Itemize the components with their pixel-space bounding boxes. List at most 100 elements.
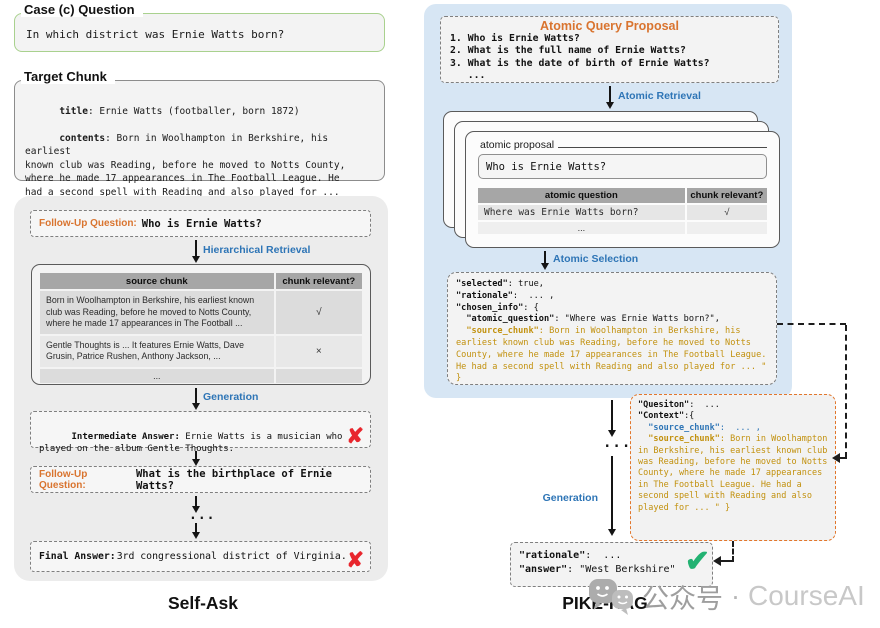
connector-arrowhead-result (713, 556, 721, 566)
self-ask-panel (14, 196, 388, 581)
json-key: "chosen_info" (456, 302, 524, 313)
json-key-source-chunk: "source_chunk" (638, 434, 720, 445)
json-value: : ... (585, 550, 622, 561)
atomic-proposal-input-text: Who is Ernie Watts? (486, 160, 607, 173)
header-chunk-relevant: chunk relevant? (275, 273, 362, 289)
case-question-box: Case (c) Question In which district was … (14, 2, 385, 52)
header-atomic-question: atomic question (478, 188, 685, 203)
json-value: :{ (684, 411, 695, 422)
wechat-icon (588, 576, 634, 616)
proposal-item: 1. Who is Ernie Watts? (450, 33, 580, 44)
json-key: "rationale" (456, 290, 513, 301)
cell-relevant: √ (686, 205, 767, 220)
json-key-source-chunk: "source_chunk" (638, 422, 720, 433)
ellipsis-left: ... (189, 508, 216, 523)
intermediate-answer-label: Intermediate Answer: (71, 431, 180, 442)
arrow-hierarchical-retrieval (191, 240, 200, 263)
cell-chunk: Born in Woolhampton in Berkshire, his ea… (40, 291, 274, 334)
arrow-atomic-retrieval (605, 86, 614, 109)
json-value: : ... , (512, 290, 555, 301)
cell-relevant (275, 368, 362, 383)
table-row: Gentle Thoughts is ... It features Ernie… (40, 335, 362, 367)
followup-question-1-box: Follow-Up Question: Who is Ernie Watts? (30, 210, 371, 237)
cell-relevant (686, 222, 767, 234)
atomic-selection-result-box: "selected": true, "rationale": ... , "ch… (447, 272, 777, 385)
case-question-label: Case (c) Question (21, 2, 143, 17)
arrow-generation-right (607, 456, 616, 536)
watermark-en-text: CourseAI (748, 580, 865, 611)
watermark: 公众号 · CourseAI (588, 576, 865, 616)
intermediate-answer-box: Intermediate Answer: Ernie Watts is a mu… (30, 411, 371, 454)
proposal-item: 2. What is the full name of Ernie Watts? (450, 45, 686, 57)
proposal-item: 3. What is the date of birth of Ernie Wa… (450, 57, 710, 69)
json-key: "Quesiton" (638, 400, 690, 410)
atomic-proposal-input: Who is Ernie Watts? (478, 154, 767, 179)
target-chunk-title-value: : Ernie Watts (footballer, born 1872) (87, 105, 300, 117)
target-chunk-box: Target Chunk title: Ernie Watts (footbal… (14, 69, 385, 198)
table-row: Born in Woolhampton in Berkshire, his ea… (40, 291, 362, 334)
connector-selection-to-context-v (845, 325, 847, 458)
atomic-proposal-label: atomic proposal (480, 139, 555, 151)
target-chunk-label: Target Chunk (21, 69, 115, 84)
atomic-proposal-underline (558, 147, 767, 148)
followup-question-2-box: Follow-Up Question: What is the birthpla… (30, 466, 371, 493)
wrong-mark-icon: ✘ (346, 425, 364, 448)
retrieval-result-card: source chunk chunk relevant? Born in Woo… (31, 264, 371, 385)
cell-relevant: × (275, 335, 362, 367)
target-chunk-contents-value: : Born in Woolhampton in Berkshire, his … (25, 132, 346, 198)
stacked-card-front: atomic proposal Who is Ernie Watts? atom… (465, 131, 780, 248)
json-key-source-chunk: "source_chunk" (456, 326, 539, 337)
connector-context-to-result-v (732, 541, 734, 562)
cell-chunk: Gentle Thoughts is ... It features Ernie… (40, 335, 274, 367)
arrow-generation-left (191, 388, 200, 410)
json-value: : { (523, 302, 539, 313)
source-chunk-table: source chunk chunk relevant? Born in Woo… (40, 273, 362, 383)
followup-question-2-label: Follow-Up Question: (39, 468, 88, 491)
table-row: Where was Ernie Watts born? √ (478, 205, 767, 220)
json-value-source-chunk: : Born in Woolhampton in Berkshire, his … (638, 434, 833, 513)
atomic-retrieval-label: Atomic Retrieval (618, 90, 701, 102)
json-value: : "Where was Ernie Watts born?", (554, 314, 720, 325)
arrow-ellipsis-top (191, 496, 200, 513)
atomic-question-table: atomic question chunk relevant? Where wa… (478, 188, 767, 234)
cell-atomic-question: ... (478, 222, 685, 234)
arrow-to-followup2 (191, 451, 200, 466)
arrow-ellipsis-bottom (191, 523, 200, 539)
arrow-post-selection (607, 400, 616, 437)
json-key: "rationale" (519, 550, 586, 561)
generation-label-left: Generation (203, 391, 259, 403)
json-value-source-chunk: : Born in Woolhampton in Berkshire, his … (456, 326, 772, 384)
llm-context-box: "Quesiton": ... "Context":{ "source_chun… (630, 394, 836, 541)
table-row: ... (478, 222, 767, 234)
watermark-separator: · (731, 580, 740, 611)
table-header-row: source chunk chunk relevant? (40, 273, 362, 289)
header-chunk-relevant: chunk relevant? (686, 188, 767, 203)
connector-selection-to-context-h1 (777, 323, 846, 325)
target-chunk-content: title: Ernie Watts (footballer, born 187… (15, 81, 384, 213)
followup-question-2-text: What is the birthplace of Ernie Watts? (135, 467, 332, 492)
cell-chunk: ... (40, 368, 274, 383)
table-row: ... (40, 368, 362, 383)
connector-context-to-result-h (721, 560, 733, 562)
wrong-mark-icon: ✘ (346, 549, 364, 572)
atomic-selection-label: Atomic Selection (553, 253, 639, 265)
cell-atomic-question: Where was Ernie Watts born? (478, 205, 685, 220)
final-result-box: "rationale": ... "answer": "West Berkshi… (510, 542, 713, 587)
json-value: : true, (507, 279, 544, 289)
json-value: : ... , (719, 422, 761, 433)
generation-label-right: Generation (542, 492, 598, 504)
case-question-text: In which district was Ernie Watts born? (26, 28, 285, 41)
json-key: "answer" (519, 564, 568, 575)
arrow-atomic-selection (540, 251, 549, 270)
proposal-item: ... (450, 69, 486, 81)
followup-question-1-text: Who is Ernie Watts? (141, 217, 262, 230)
header-source-chunk: source chunk (40, 273, 274, 289)
self-ask-title: Self-Ask (167, 593, 239, 613)
connector-arrowhead-context (832, 453, 840, 463)
hierarchical-retrieval-label: Hierarchical Retrieval (203, 244, 311, 256)
ellipsis-right: ... (603, 435, 632, 451)
table-header-row: atomic question chunk relevant? (478, 188, 767, 203)
target-chunk-contents-key: contents (59, 132, 106, 144)
correct-mark-icon: ✔ (684, 545, 710, 578)
